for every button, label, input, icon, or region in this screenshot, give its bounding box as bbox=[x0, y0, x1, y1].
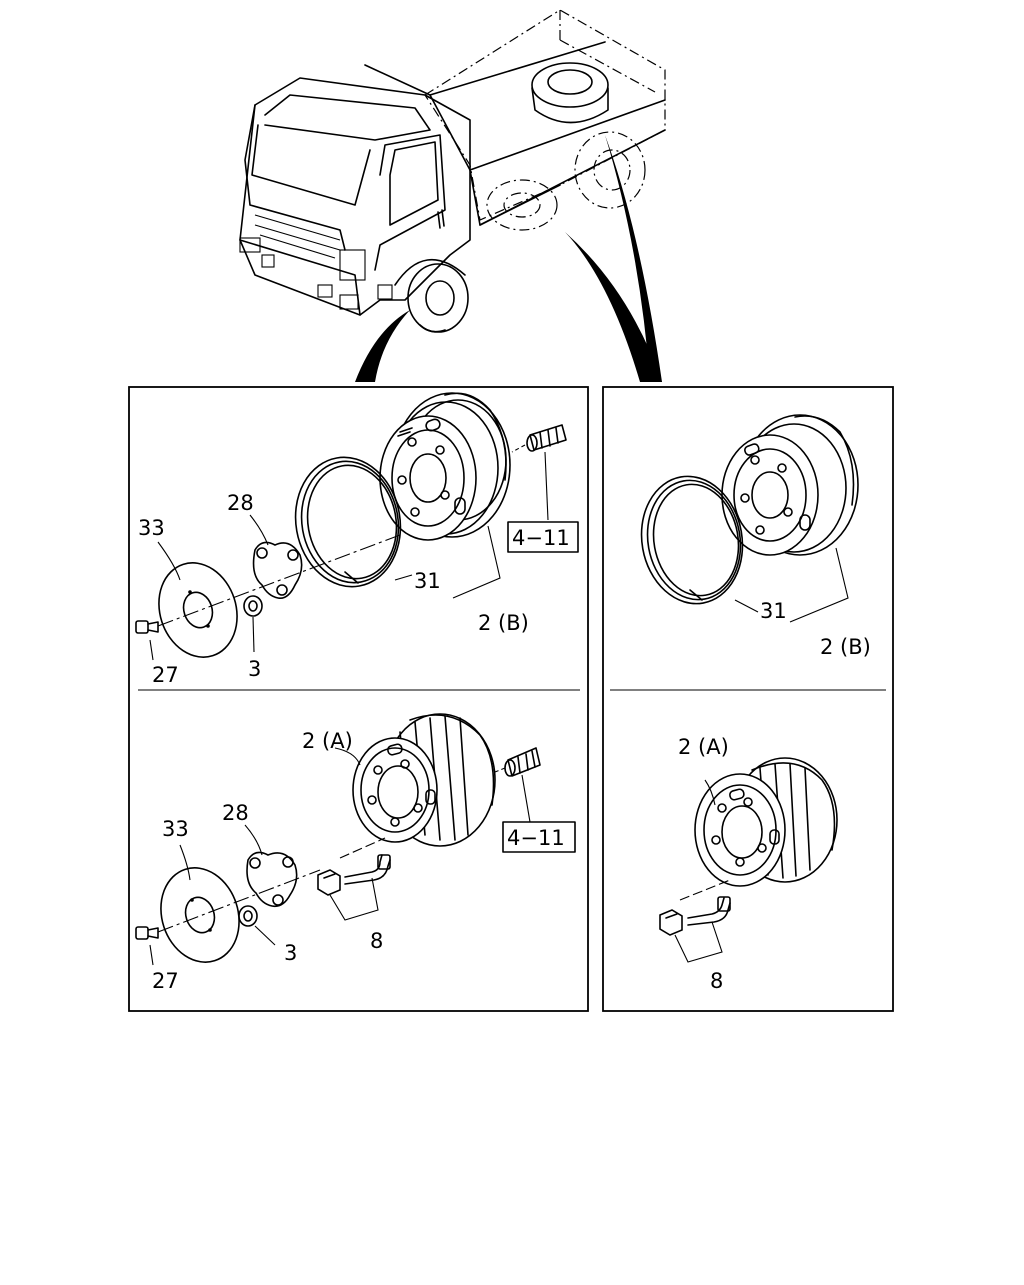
callout-28-top: 28 bbox=[227, 491, 254, 515]
wheel-stud-top bbox=[511, 424, 567, 453]
wheel-rim-a bbox=[352, 713, 496, 847]
ref-box-top bbox=[507, 521, 579, 553]
hub-cover-plate-bottom bbox=[246, 851, 298, 908]
callout-2b-top: 2 (B) bbox=[478, 611, 529, 635]
wheel-rim-b bbox=[379, 392, 511, 541]
top-left-assembly bbox=[135, 392, 567, 661]
callout-31-top: 31 bbox=[414, 569, 441, 593]
cover-disc-bottom bbox=[160, 867, 240, 963]
callout-ref-bottom: 4−11 bbox=[507, 826, 565, 850]
left-panel-frame bbox=[128, 386, 589, 1012]
callout-31-right: 31 bbox=[760, 599, 787, 623]
valve-stem bbox=[339, 837, 391, 885]
truck-illustration bbox=[239, 9, 666, 382]
callout-27-top: 27 bbox=[152, 663, 179, 687]
callout-28-bottom: 28 bbox=[222, 801, 249, 825]
callout-33-top: 33 bbox=[138, 516, 165, 540]
right-panel-frame bbox=[602, 386, 894, 1012]
bottom-left-assembly bbox=[135, 713, 541, 966]
hub-nut bbox=[243, 595, 263, 617]
cover-disc bbox=[158, 562, 238, 658]
valve-cap-right bbox=[659, 909, 683, 936]
cover-bolt-bottom bbox=[135, 926, 159, 940]
callout-33-bottom: 33 bbox=[162, 817, 189, 841]
callout-labels: 33 28 27 3 31 2 (B) 4−11 2 (A) 33 28 27 … bbox=[138, 491, 871, 993]
wheel-rim-b-right bbox=[721, 414, 859, 556]
wheel-rim-a-right bbox=[694, 757, 838, 887]
callout-27-bottom: 27 bbox=[152, 969, 179, 993]
wheel-stud-bottom bbox=[494, 747, 541, 777]
callout-2a-bottom: 2 (A) bbox=[302, 729, 353, 753]
callout-ref-top: 4−11 bbox=[512, 526, 570, 550]
callout-8-bottom: 8 bbox=[370, 929, 383, 953]
callout-8-right: 8 bbox=[710, 969, 723, 993]
side-ring bbox=[294, 456, 402, 588]
valve-stem-right bbox=[679, 879, 731, 926]
callout-2a-right: 2 (A) bbox=[678, 735, 729, 759]
callout-3-bottom: 3 bbox=[284, 941, 297, 965]
top-right-assembly bbox=[640, 414, 859, 623]
hub-cover-plate bbox=[252, 541, 303, 600]
ref-box-bottom bbox=[502, 821, 576, 853]
callout-2b-right: 2 (B) bbox=[820, 635, 871, 659]
callout-3-top: 3 bbox=[248, 657, 261, 681]
valve-cap bbox=[317, 869, 341, 896]
hub-nut-bottom bbox=[238, 905, 258, 927]
cover-bolt bbox=[135, 620, 159, 634]
bottom-right-assembly bbox=[659, 757, 838, 963]
side-ring-right bbox=[640, 475, 744, 605]
